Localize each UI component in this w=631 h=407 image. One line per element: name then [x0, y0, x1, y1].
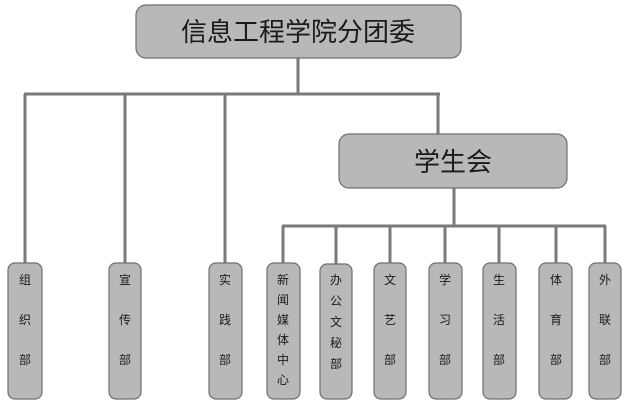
node-xuexi-box — [428, 262, 463, 400]
node-xinwen-label: 新闻媒体中心 — [277, 272, 289, 387]
node-xuanchuanbu-box — [108, 262, 142, 400]
node-shijianbu-box — [208, 262, 243, 400]
node-bangongwenmi-box — [319, 263, 353, 400]
node-shenghuo: 生活部 — [482, 262, 517, 400]
node-wenyi-box — [373, 262, 407, 400]
node-wailian: 外联部 — [588, 262, 622, 400]
node-xuexi-label: 学习部 — [439, 272, 451, 367]
node-student-union-box — [338, 133, 568, 189]
node-wenyi: 文艺部 — [373, 262, 407, 400]
node-shenghuo-label: 生活部 — [493, 273, 505, 367]
node-root: 信息工程学院分团委 — [135, 4, 462, 59]
node-student-union: 学生会 — [338, 133, 568, 189]
node-tiyu: 体育部 — [538, 262, 573, 400]
node-xinwen-box — [266, 262, 301, 400]
node-tiyu-label: 体育部 — [550, 273, 562, 367]
connectors — [23, 58, 607, 264]
node-xuanchuanbu: 宣传部 — [108, 262, 142, 400]
node-xuanchuanbu-label: 宣传部 — [119, 272, 131, 367]
node-bangongwenmi-label: 办公文秘部 — [330, 272, 342, 371]
node-wailian-label: 外联部 — [599, 273, 611, 367]
node-zuzhibu-box — [7, 262, 43, 400]
department-nodes: 组织部 宣传部 实践部 新闻媒体中心 办公文秘部 文艺部 学习部 — [7, 262, 622, 400]
node-wenyi-label: 文艺部 — [384, 272, 396, 367]
node-xuexi: 学习部 — [428, 262, 463, 400]
node-zuzhibu: 组织部 — [7, 262, 43, 400]
node-zuzhibu-label: 组织部 — [19, 273, 31, 367]
node-shijianbu: 实践部 — [208, 262, 243, 400]
node-root-label: 信息工程学院分团委 — [181, 18, 415, 48]
node-shenghuo-box — [482, 262, 517, 400]
node-wailian-box — [588, 262, 622, 400]
node-shijianbu-label: 实践部 — [219, 272, 231, 367]
node-tiyu-box — [538, 262, 573, 400]
node-root-box — [135, 4, 462, 59]
node-student-union-label: 学生会 — [414, 148, 492, 178]
node-xinwen: 新闻媒体中心 — [266, 262, 301, 400]
node-bangongwenmi: 办公文秘部 — [319, 263, 353, 400]
